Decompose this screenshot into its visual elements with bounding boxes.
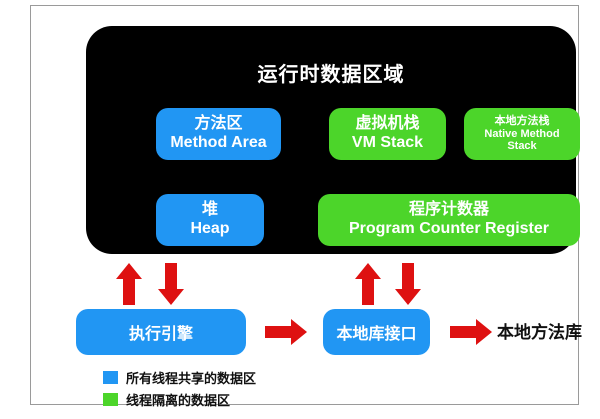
box-execution-engine: 执行引擎 xyxy=(76,309,246,355)
memory-box-pc-register: 程序计数器 Program Counter Register xyxy=(318,194,580,246)
memory-box-method-area-en: Method Area xyxy=(170,134,267,151)
memory-box-native-method-stack-cn: 本地方法栈 xyxy=(494,114,550,127)
legend: 所有线程共享的数据区 线程隔离的数据区 xyxy=(103,367,256,411)
memory-box-heap-en: Heap xyxy=(190,220,230,237)
arrow-down-icon xyxy=(394,262,422,306)
arrow-up-icon xyxy=(115,262,143,306)
legend-swatch-green xyxy=(103,392,118,406)
memory-box-vm-stack: 虚拟机栈 VM Stack xyxy=(329,108,446,160)
memory-box-vm-stack-cn: 虚拟机栈 xyxy=(355,115,420,133)
memory-box-method-area: 方法区 Method Area xyxy=(156,108,281,160)
memory-box-vm-stack-en: VM Stack xyxy=(351,134,424,151)
box-native-library-interface: 本地库接口 xyxy=(323,309,430,355)
memory-box-method-area-cn: 方法区 xyxy=(194,115,243,133)
memory-box-heap-cn: 堆 xyxy=(201,201,218,219)
arrow-right-icon xyxy=(449,318,493,346)
legend-item-shared: 所有线程共享的数据区 xyxy=(103,367,256,387)
memory-box-pc-register-cn: 程序计数器 xyxy=(408,201,489,219)
arrow-up-icon xyxy=(354,262,382,306)
memory-box-native-method-stack: 本地方法栈 Native Method Stack xyxy=(464,108,580,160)
legend-label-isolated: 线程隔离的数据区 xyxy=(126,392,231,408)
memory-box-native-method-stack-en-line1: Native Method xyxy=(484,127,560,140)
legend-swatch-blue xyxy=(103,370,118,384)
panel-title: 运行时数据区域 xyxy=(257,64,405,86)
memory-box-native-method-stack-en-line2: Stack xyxy=(507,140,537,153)
memory-box-heap: 堆 Heap xyxy=(156,194,264,246)
arrow-right-icon xyxy=(264,318,308,346)
runtime-data-area-panel: 运行时数据区域 方法区 Method Area 虚拟机栈 VM Stack 本地… xyxy=(86,26,580,254)
memory-box-pc-register-en: Program Counter Register xyxy=(348,220,550,237)
diagram-frame: 运行时数据区域 方法区 Method Area 虚拟机栈 VM Stack 本地… xyxy=(30,5,582,408)
legend-label-shared: 所有线程共享的数据区 xyxy=(126,370,257,386)
arrow-down-icon xyxy=(157,262,185,306)
legend-item-isolated: 线程隔离的数据区 xyxy=(103,389,256,409)
label-native-library: 本地方法库 xyxy=(497,323,582,342)
